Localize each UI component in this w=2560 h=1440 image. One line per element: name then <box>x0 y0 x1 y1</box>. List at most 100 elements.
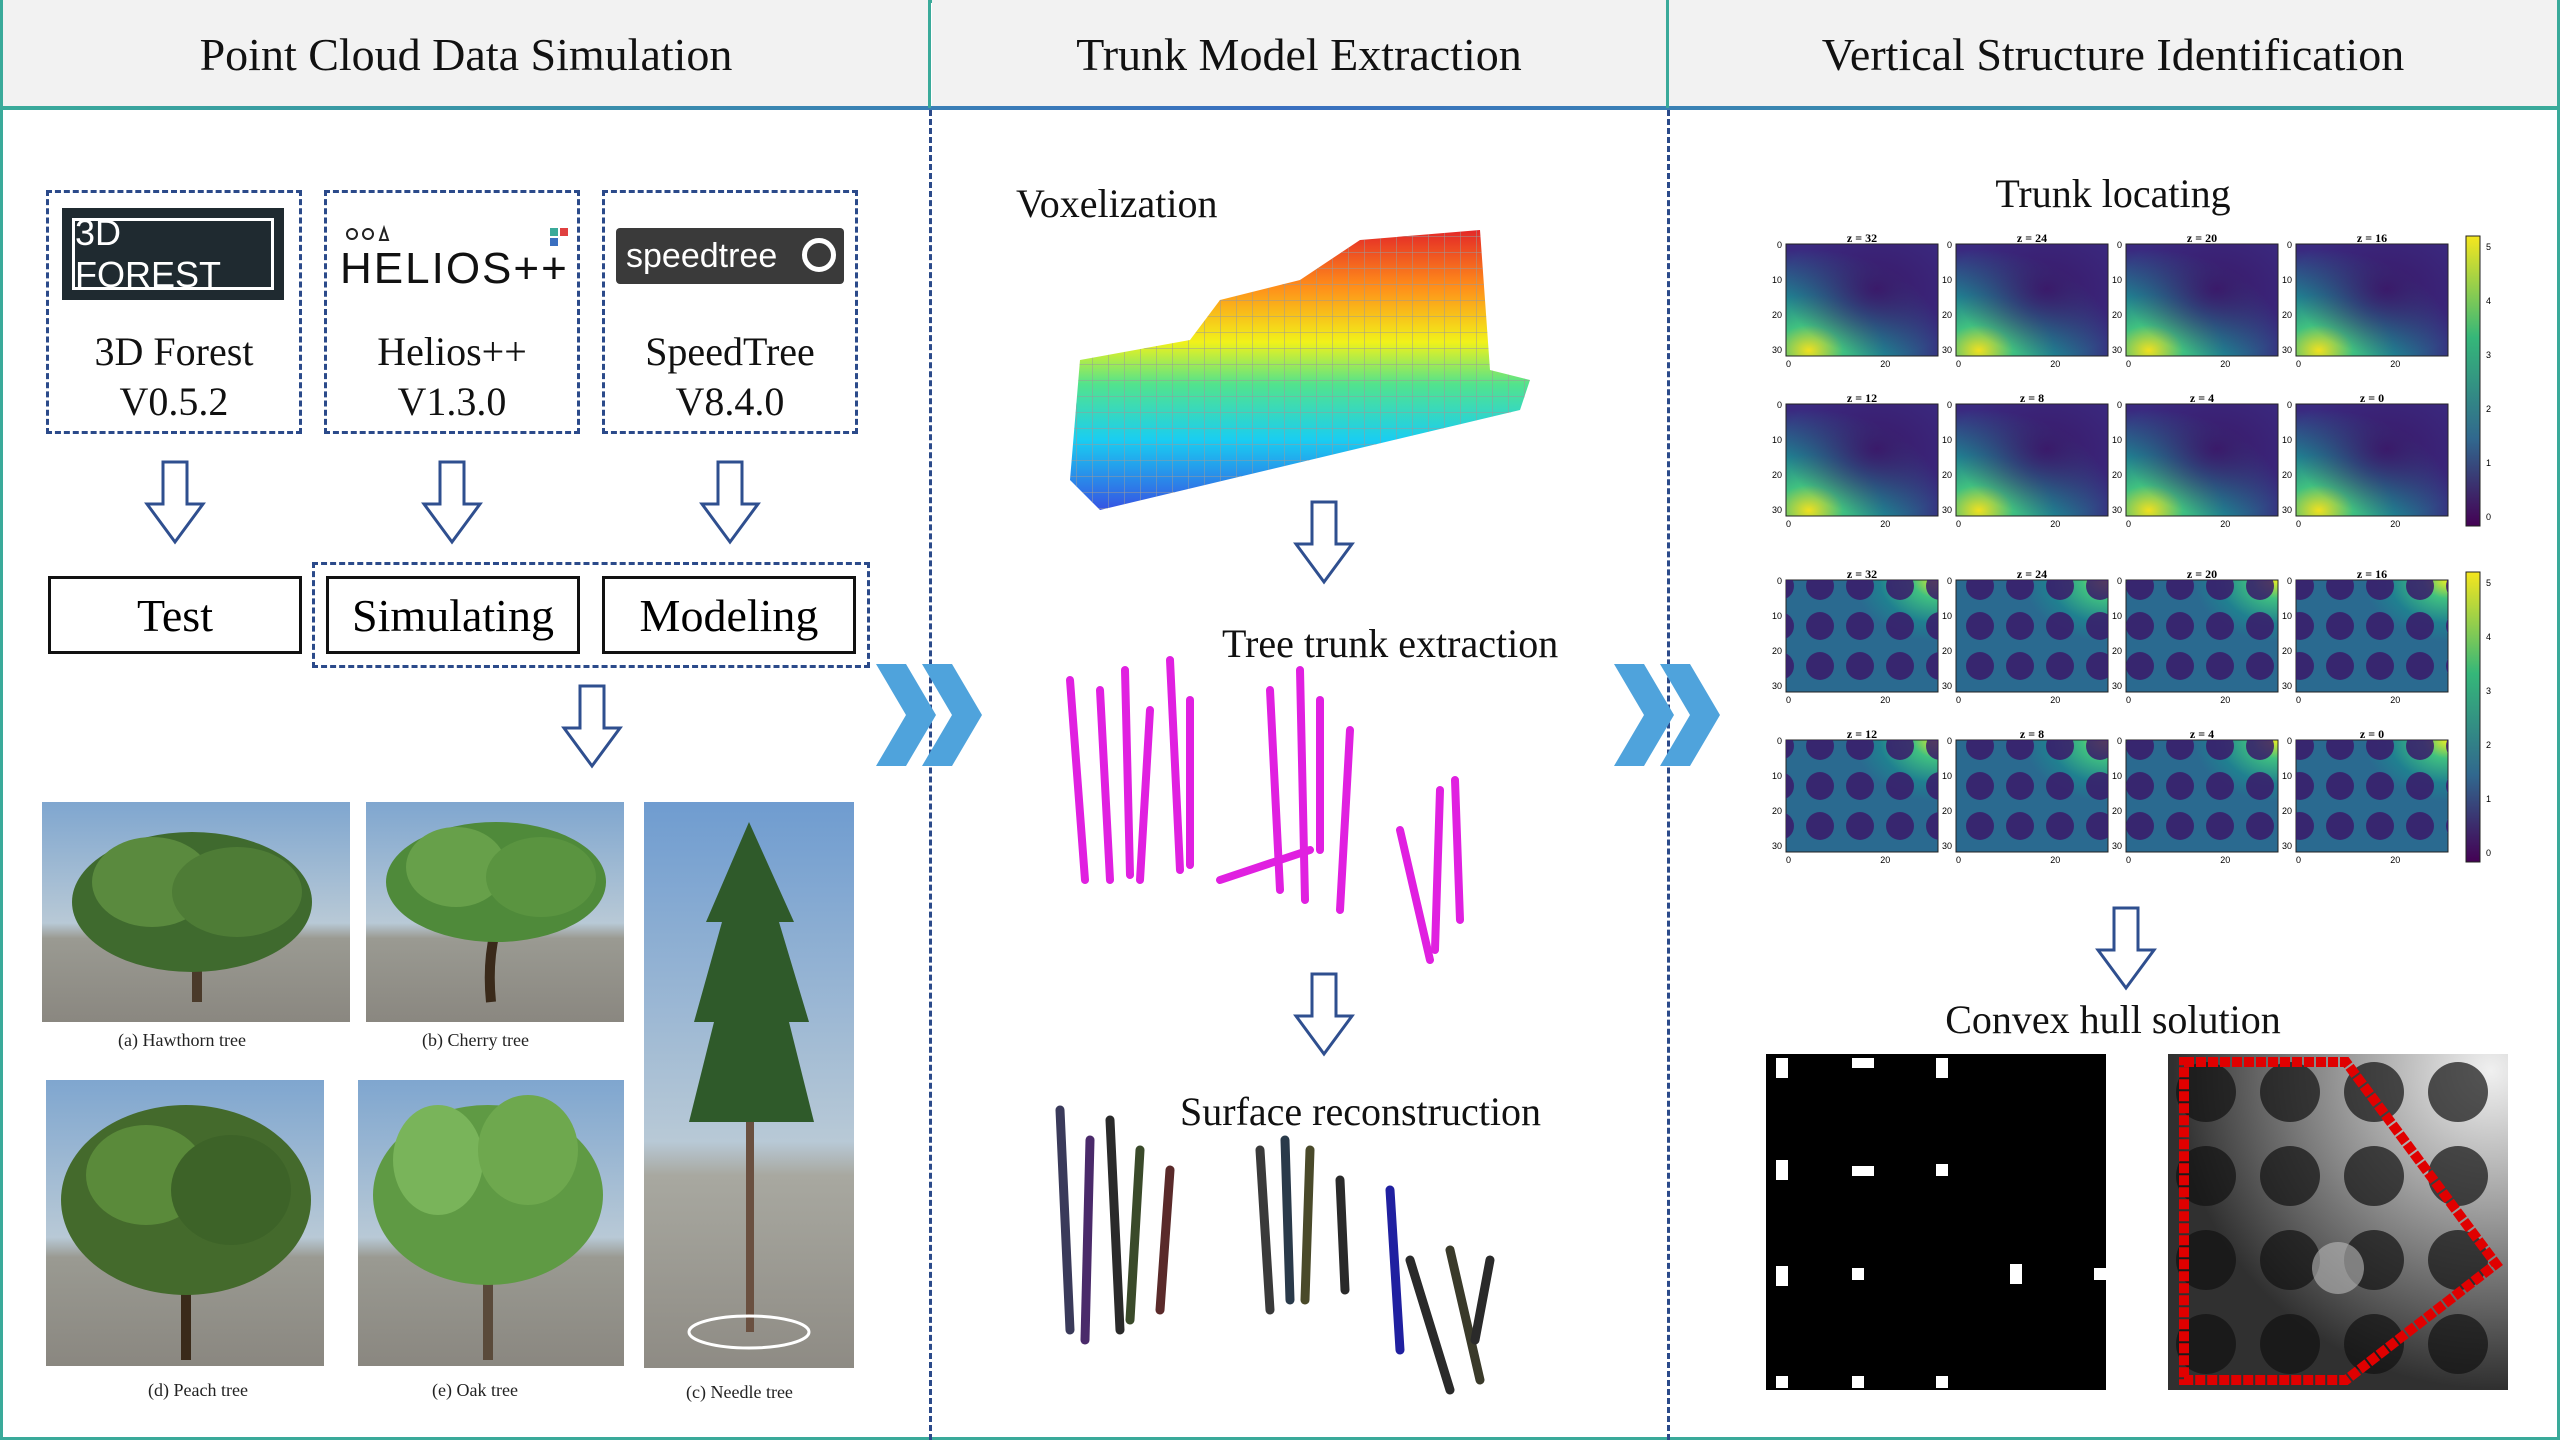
heatmap-x-tick: 0 <box>2126 359 2131 369</box>
colorbar-tick: 1 <box>2486 794 2491 804</box>
heatmap-y-tick: 20 <box>1772 806 1782 816</box>
heatmap-panel-label: z = 0 <box>2360 391 2384 405</box>
heatmap-y-tick: 30 <box>2282 681 2292 691</box>
oak-tree-icon <box>373 1095 603 1360</box>
heatmap-y-tick: 30 <box>2282 345 2292 355</box>
heatmap-y-tick: 10 <box>2112 275 2122 285</box>
heatmap-x-tick: 20 <box>2220 519 2230 529</box>
heatmap-y-tick: 0 <box>1777 400 1782 410</box>
heatmap-y-tick: 30 <box>1942 681 1952 691</box>
heatmap-x-tick: 0 <box>2296 855 2301 865</box>
extracted-trunks <box>1066 656 1464 964</box>
colorbar-tick: 0 <box>2486 848 2491 858</box>
chevron-arrow-2 <box>1614 664 1720 766</box>
heatmap-panel-overlay <box>1786 580 1938 692</box>
colorbar-tick: 0 <box>2486 512 2491 522</box>
colorbar-tick: 3 <box>2486 686 2491 696</box>
header-divider <box>3 106 2557 110</box>
software-name-helios: Helios++ <box>377 329 527 374</box>
tree-image-cherry <box>366 802 624 1022</box>
helios-logo-text: HELIOS++ <box>340 244 569 293</box>
label-convex-hull: Convex hull solution <box>1945 997 2281 1042</box>
heatmap-y-tick: 10 <box>1772 435 1782 445</box>
heatmap-y-tick: 20 <box>2282 310 2292 320</box>
caption-cherry: (b) Cherry tree <box>422 1030 529 1050</box>
heatmap-panel-label: z = 24 <box>2017 567 2047 581</box>
heatmap-y-tick: 0 <box>2287 400 2292 410</box>
heatmap-x-tick: 0 <box>2296 359 2301 369</box>
heatmap-y-tick: 0 <box>1947 400 1952 410</box>
colorbar-tick: 5 <box>2486 578 2491 588</box>
heatmap-y-tick: 10 <box>2112 611 2122 621</box>
heatmap-y-tick: 30 <box>1942 345 1952 355</box>
heatmap-y-tick: 0 <box>2117 240 2122 250</box>
heatmap-panel-overlay <box>2126 244 2278 356</box>
heatmap-x-tick: 0 <box>1786 695 1791 705</box>
heatmap-x-tick: 0 <box>1956 359 1961 369</box>
software-name-3dforest: 3D Forest <box>94 329 254 374</box>
convex-hull-map <box>2168 1054 2508 1390</box>
heatmap-y-tick: 20 <box>1772 310 1782 320</box>
heatmap-y-tick: 30 <box>1772 841 1782 851</box>
heatmap-x-tick: 20 <box>2050 519 2060 529</box>
heatmap-x-tick: 0 <box>1786 359 1791 369</box>
heatmap-y-tick: 10 <box>1772 611 1782 621</box>
caption-hawthorn: (a) Hawthorn tree <box>118 1030 246 1050</box>
heatmap-y-tick: 20 <box>1942 646 1952 656</box>
heatmap-y-tick: 30 <box>1942 841 1952 851</box>
heatmap-panel-label: z = 16 <box>2357 231 2387 245</box>
heatmap-x-tick: 20 <box>2220 855 2230 865</box>
helios-logo-icons <box>346 224 568 246</box>
heatmap-panel-overlay <box>2126 580 2278 692</box>
heatmap-panel-label: z = 32 <box>1847 567 1877 581</box>
heatmap-y-tick: 0 <box>1777 240 1782 250</box>
heatmap-y-tick: 20 <box>2282 470 2292 480</box>
speedtree-logo-text: speedtree <box>626 236 778 275</box>
heatmap-panel-overlay <box>1956 740 2108 852</box>
heatmap-panel-overlay <box>1786 740 1938 852</box>
down-arrow-hull <box>2095 906 2157 991</box>
peach-tree-icon <box>61 1105 311 1360</box>
heatmap-panel-overlay <box>1956 244 2108 356</box>
heatmap-panel-label: z = 4 <box>2190 727 2214 741</box>
heatmap-y-tick: 10 <box>2282 611 2292 621</box>
heatmap-x-tick: 20 <box>1880 695 1890 705</box>
down-arrow-voxel <box>1293 500 1355 585</box>
software-box-speedtree <box>602 190 858 434</box>
software-version-3dforest: V0.5.2 <box>119 379 229 424</box>
heatmap-x-tick: 0 <box>1786 519 1791 529</box>
speedtree-logo: speedtree <box>616 228 844 284</box>
heatmap-x-tick: 20 <box>2390 855 2400 865</box>
heatmap-y-tick: 30 <box>2112 841 2122 851</box>
heatmap-y-tick: 20 <box>2112 806 2122 816</box>
stage-group-dashed <box>312 562 870 668</box>
heatmap-y-tick: 30 <box>2282 505 2292 515</box>
heatmap-x-tick: 20 <box>2220 695 2230 705</box>
heatmap-y-tick: 0 <box>2287 736 2292 746</box>
heatmap-y-tick: 20 <box>2282 806 2292 816</box>
heatmap-x-tick: 20 <box>1880 359 1890 369</box>
3dforest-logo: 3D FOREST <box>62 208 284 300</box>
heatmap-x-tick: 0 <box>1786 855 1791 865</box>
heatmap-panel-label: z = 8 <box>2020 727 2044 741</box>
heatmap-x-tick: 20 <box>2220 359 2230 369</box>
voxelized-point-cloud <box>1070 230 1530 510</box>
stage-modeling: Modeling <box>602 576 856 654</box>
heatmap-y-tick: 0 <box>2117 736 2122 746</box>
heatmap-panel-overlay <box>1786 244 1938 356</box>
heatmap-y-tick: 30 <box>2112 681 2122 691</box>
heatmap-panel-overlay <box>1956 580 2108 692</box>
down-arrow-trunk <box>1293 972 1355 1057</box>
down-arrow-speedtree <box>699 460 761 545</box>
heatmap-y-tick: 10 <box>1942 275 1952 285</box>
heatmap-y-tick: 10 <box>2112 435 2122 445</box>
heatmap-panel-label: z = 12 <box>1847 727 1877 741</box>
down-arrow-trees <box>561 684 623 769</box>
colorbar <box>2465 235 2481 527</box>
heatmap-x-tick: 20 <box>1880 855 1890 865</box>
label-trunk-locating: Trunk locating <box>1995 171 2231 216</box>
binary-trunk-points <box>1776 1058 2106 1388</box>
heatmap-y-tick: 10 <box>2282 275 2292 285</box>
